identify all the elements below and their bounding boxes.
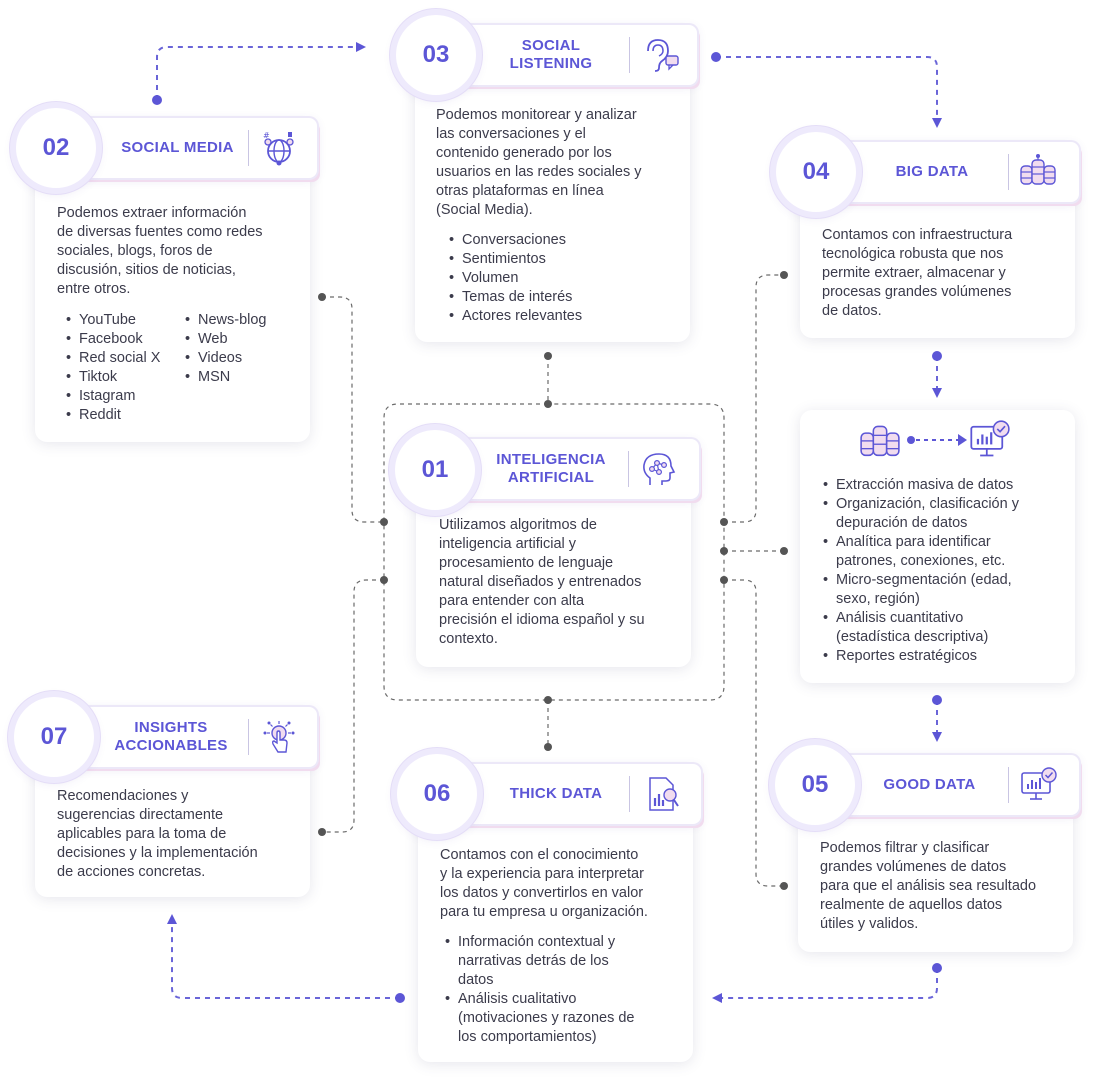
list-item: Istagram — [66, 387, 160, 406]
list-item: Reportes estratégicos — [823, 647, 1019, 666]
card-insights-accionables — [35, 745, 310, 897]
step-number: 04 — [802, 158, 830, 185]
step-number: 05 — [801, 771, 829, 798]
step-description: Podemos monitorear y analizar las conver… — [436, 107, 642, 218]
step-title: GOOD DATA — [883, 776, 976, 793]
step-number: 07 — [40, 723, 68, 750]
list-item: Análisis cuantitativo (estadística descr… — [823, 609, 1019, 647]
report-search-icon — [649, 777, 679, 811]
source-list-col2: News-blog Web Videos MSN — [185, 311, 267, 387]
process-list: Extracción masiva de datos Organización,… — [823, 476, 1019, 666]
pill-good-data: GOOD DATA — [817, 755, 1079, 815]
database-stack-icon — [860, 425, 900, 457]
pill-social-media: SOCIAL MEDIA # — [55, 118, 317, 178]
list-item: Reddit — [66, 406, 160, 425]
listening-list: Conversaciones Sentimientos Volumen Tema… — [449, 231, 582, 326]
card-big-data — [800, 182, 1075, 338]
card-good-data — [798, 795, 1073, 952]
list-item: Red social X — [66, 349, 160, 368]
list-item: Volumen — [449, 269, 582, 288]
flow-02-to-03 — [156, 42, 366, 100]
step-title: INSIGHTS ACCIONABLES — [114, 719, 228, 754]
touch-idea-icon — [263, 721, 295, 753]
hub-frame — [383, 403, 725, 701]
list-item: News-blog — [185, 311, 267, 330]
list-item: Información contextual y narrativas detr… — [445, 933, 635, 990]
list-item: MSN — [185, 368, 267, 387]
flow-05-to-06 — [712, 968, 938, 1003]
list-item: Sentimientos — [449, 250, 582, 269]
step-title: SOCIAL MEDIA — [121, 139, 234, 156]
pill-social-listening: SOCIAL LISTENING — [432, 25, 697, 85]
step-number-badge: 07 — [14, 697, 94, 777]
pill-insights-accionables: INSIGHTS ACCIONABLES — [55, 707, 317, 767]
step-number-badge: 02 — [16, 108, 96, 188]
step-description: Utilizamos algoritmos de inteligencia ar… — [439, 517, 645, 647]
step-description: Contamos con infraestructura tecnológica… — [822, 227, 1013, 319]
pill-inteligencia-artificial: INTELIGENCIA ARTIFICIAL — [434, 439, 699, 499]
monitor-check-icon — [1021, 767, 1057, 800]
svg-text:#: # — [263, 131, 270, 140]
list-item: Análisis cualitativo (motivaciones y raz… — [445, 990, 635, 1047]
list-item: Analítica para identificar patrones, con… — [823, 533, 1019, 571]
step-number-badge: 04 — [776, 132, 856, 212]
list-item: Conversaciones — [449, 231, 582, 250]
step-description: Podemos filtrar y clasificar grandes vol… — [820, 840, 1037, 932]
list-item: Organización, clasificación y depuración… — [823, 495, 1019, 533]
step-number-badge: 05 — [775, 745, 855, 825]
step-description: Contamos con el conocimiento y la experi… — [440, 847, 648, 920]
step-number-badge: 06 — [397, 754, 477, 834]
ear-chat-icon — [647, 39, 679, 72]
list-item: YouTube — [66, 311, 160, 330]
step-title: SOCIAL LISTENING — [509, 37, 593, 72]
step-number: 01 — [421, 456, 449, 483]
flow-03-to-04 — [716, 56, 942, 128]
flow-06-to-07 — [167, 914, 400, 999]
thick-data-list: Información contextual y narrativas detr… — [445, 933, 635, 1047]
monitor-check-icon — [970, 420, 1010, 457]
list-item: Micro-segmentación (edad, sexo, región) — [823, 571, 1019, 609]
step-number-badge: 01 — [395, 430, 475, 510]
ai-head-icon — [643, 453, 676, 485]
step-title: THICK DATA — [509, 785, 603, 802]
step-number-badge: 03 — [396, 15, 476, 95]
list-item: Videos — [185, 349, 267, 368]
process-arrow — [907, 434, 967, 446]
step-number: 06 — [423, 780, 451, 807]
card-inteligencia-artificial — [416, 478, 691, 667]
social-globe-icon: # — [263, 131, 294, 166]
list-item: Facebook — [66, 330, 160, 349]
step-title: BIG DATA — [895, 163, 969, 180]
database-stack-icon — [1020, 154, 1056, 185]
step-title: INTELIGENCIA ARTIFICIAL — [496, 451, 606, 486]
step-number: 03 — [422, 41, 450, 68]
list-item: Temas de interés — [449, 288, 582, 307]
list-item: Actores relevantes — [449, 307, 582, 326]
pill-thick-data: THICK DATA — [436, 764, 701, 824]
step-number: 02 — [42, 134, 70, 161]
list-item: Extracción masiva de datos — [823, 476, 1019, 495]
source-list-col1: YouTube Facebook Red social X Tiktok Ist… — [66, 311, 160, 425]
pill-big-data: BIG DATA — [817, 142, 1079, 202]
list-item: Web — [185, 330, 267, 349]
step-description: Recomendaciones y sugerencias directamen… — [57, 788, 258, 880]
step-description: Podemos extraer información de diversas … — [57, 205, 263, 297]
list-item: Tiktok — [66, 368, 160, 387]
